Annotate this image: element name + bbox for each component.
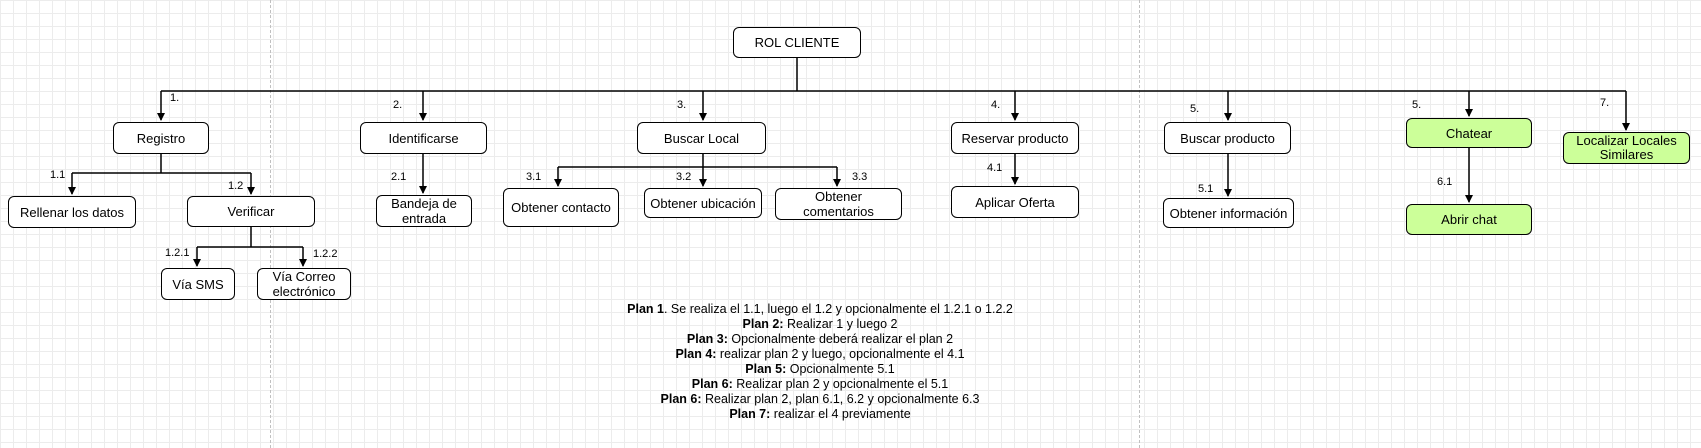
step-number: 6.1 — [1437, 176, 1453, 188]
step-number: 5. — [1190, 103, 1200, 115]
task-via-sms[interactable]: Vía SMS — [161, 268, 235, 300]
plans-block: Plan 1. Se realiza el 1.1, luego el 1.2 … — [500, 302, 1140, 422]
task-abrir-chat[interactable]: Abrir chat — [1406, 204, 1532, 235]
root-node[interactable]: ROL CLIENTE — [733, 27, 861, 58]
plan-line: Plan 6: Realizar plan 2, plan 6.1, 6.2 y… — [660, 392, 980, 406]
plan-line: Plan 1. Se realiza el 1.1, luego el 1.2 … — [627, 302, 1013, 316]
task-obtener-informacion[interactable]: Obtener información — [1163, 198, 1294, 228]
task-registro[interactable]: Registro — [113, 122, 209, 154]
step-number: 3.3 — [852, 171, 868, 183]
task-via-correo[interactable]: Vía Correo electrónico — [257, 268, 351, 300]
step-number: 4. — [991, 99, 1001, 111]
task-obtener-contacto[interactable]: Obtener contacto — [503, 188, 619, 227]
plan-line: Plan 3: Opcionalmente deberá realizar el… — [686, 332, 954, 346]
step-number: 1.1 — [50, 169, 66, 181]
task-chatear[interactable]: Chatear — [1406, 118, 1532, 148]
step-number: 4.1 — [987, 162, 1003, 174]
step-number: 3. — [677, 99, 687, 111]
task-bandeja-entrada[interactable]: Bandeja de entrada — [376, 195, 472, 227]
task-buscar-producto[interactable]: Buscar producto — [1164, 122, 1291, 154]
step-number: 1.2.2 — [313, 248, 338, 260]
step-number: 7. — [1600, 97, 1610, 109]
task-localizar-locales[interactable]: Localizar Locales Similares — [1563, 132, 1690, 164]
task-verificar[interactable]: Verificar — [187, 196, 315, 227]
task-identificarse[interactable]: Identificarse — [360, 122, 487, 154]
step-number: 3.1 — [526, 171, 542, 183]
task-obtener-ubicacion[interactable]: Obtener ubicación — [644, 188, 762, 218]
plan-line: Plan 5: Opcionalmente 5.1 — [745, 362, 895, 376]
task-buscar-local[interactable]: Buscar Local — [637, 122, 766, 154]
step-number: 5.1 — [1198, 183, 1214, 195]
task-aplicar-oferta[interactable]: Aplicar Oferta — [951, 186, 1079, 218]
step-number: 1.2.1 — [165, 247, 190, 259]
step-number: 5. — [1412, 99, 1422, 111]
plan-line: Plan 6: Realizar plan 2 y opcionalmente … — [691, 377, 949, 391]
plan-line: Plan 2: Realizar 1 y luego 2 — [742, 317, 898, 331]
plan-line: Plan 7: realizar el 4 previamente — [729, 407, 911, 421]
step-number: 3.2 — [676, 171, 692, 183]
step-number: 2.1 — [391, 171, 407, 183]
task-obtener-comentarios[interactable]: Obtener comentarios — [775, 188, 902, 220]
task-rellenar-datos[interactable]: Rellenar los datos — [8, 196, 136, 228]
plan-line: Plan 4: realizar plan 2 y luego, opciona… — [675, 347, 965, 361]
step-number: 1. — [170, 92, 180, 104]
step-number: 1.2 — [228, 180, 244, 192]
task-reservar-producto[interactable]: Reservar producto — [951, 122, 1079, 154]
column-separator — [1139, 0, 1140, 448]
step-number: 2. — [393, 99, 403, 111]
